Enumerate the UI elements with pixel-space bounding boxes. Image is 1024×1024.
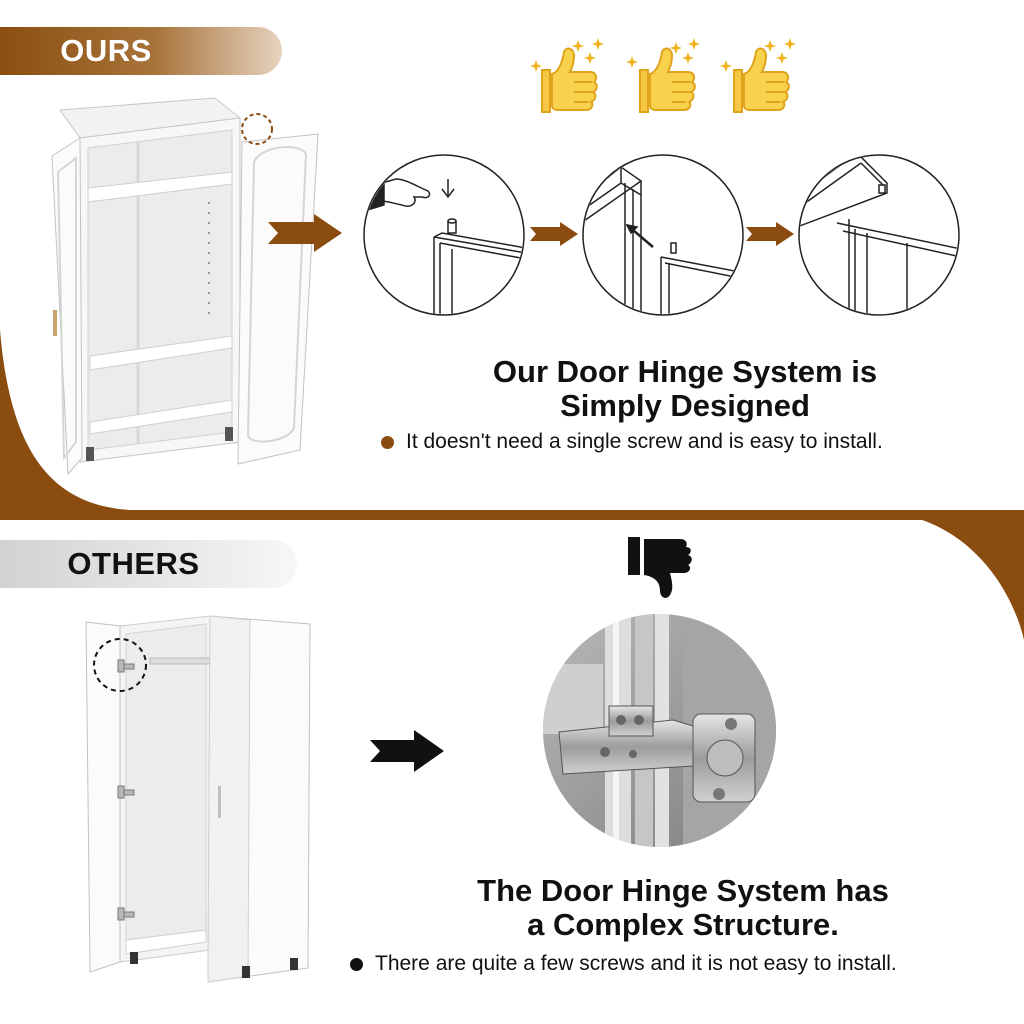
hinge-closeup-photo bbox=[543, 614, 776, 847]
others-label: OTHERS bbox=[0, 540, 297, 588]
ours-bullet-text: It doesn't need a single screw and is ea… bbox=[406, 430, 883, 453]
bullet-dot-icon bbox=[381, 435, 394, 449]
ours-bullet: It doesn't need a single screw and is ea… bbox=[381, 430, 883, 454]
thumbs-up-icon bbox=[530, 38, 604, 113]
arrow-right-icon bbox=[268, 214, 342, 252]
install-step-2-diagram bbox=[581, 153, 745, 317]
bullet-dot-icon bbox=[350, 957, 363, 971]
arrow-right-icon bbox=[370, 730, 444, 772]
others-heading-line2: a Complex Structure. bbox=[527, 907, 839, 942]
thumbs-up-icon bbox=[626, 38, 700, 113]
others-bullet-text: There are quite a few screws and it is n… bbox=[375, 952, 897, 975]
thumbs-up-icon bbox=[720, 38, 796, 113]
others-bullet: There are quite a few screws and it is n… bbox=[350, 952, 897, 976]
rating-thumbs-up bbox=[528, 38, 808, 120]
others-cabinet-image bbox=[80, 610, 320, 995]
thumbs-down-icon bbox=[628, 537, 692, 598]
ours-label: OURS bbox=[0, 27, 282, 75]
install-step-1-diagram bbox=[362, 153, 526, 317]
ours-heading: Our Door Hinge System is Simply Designed bbox=[440, 355, 930, 423]
others-heading-line1: The Door Hinge System has bbox=[477, 873, 889, 908]
others-heading: The Door Hinge System has a Complex Stru… bbox=[440, 874, 926, 942]
ours-cabinet-image bbox=[50, 92, 325, 482]
install-step-3-diagram bbox=[797, 153, 961, 317]
ours-heading-line1: Our Door Hinge System is bbox=[492, 354, 878, 389]
arrow-right-icon bbox=[530, 222, 578, 246]
arrow-right-icon bbox=[746, 222, 794, 246]
ours-heading-line2: Simply Designed bbox=[560, 388, 810, 423]
